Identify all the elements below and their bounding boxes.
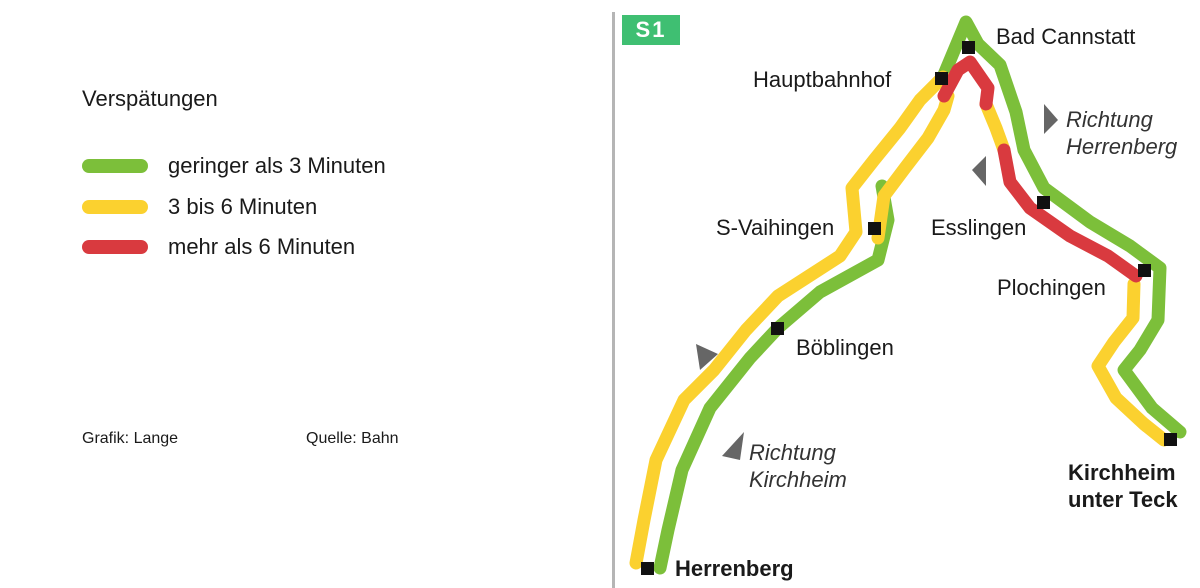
direction-label-herrenberg-line1: Richtung xyxy=(1066,107,1154,132)
station-marker-s-vaihingen xyxy=(868,222,881,235)
legend-item-high-delay: mehr als 6 Minuten xyxy=(82,233,355,261)
direction-label-kirchheim-line2: Kirchheim xyxy=(749,467,847,492)
legend-swatch-yellow xyxy=(82,200,148,214)
direction-arrow-boeblingen xyxy=(696,344,718,370)
station-label-bad-cannstatt: Bad Cannstatt xyxy=(996,24,1135,49)
direction-label-kirchheim-line1: Richtung xyxy=(749,440,837,465)
track-yellow-west xyxy=(629,70,950,570)
legend-label: geringer als 3 Minuten xyxy=(168,153,386,178)
track-yellow-inner xyxy=(871,89,955,245)
legend-label: mehr als 6 Minuten xyxy=(168,234,356,259)
station-marker-bad-cannstatt xyxy=(962,41,975,54)
track-red-south xyxy=(997,143,1143,283)
direction-arrow-herrenberg-upper xyxy=(1044,104,1058,134)
direction-label-herrenberg-line2: Herrenberg xyxy=(1066,134,1178,159)
station-marker-esslingen xyxy=(1037,196,1050,209)
station-label-plochingen: Plochingen xyxy=(997,275,1106,300)
station-marker-boeblingen xyxy=(771,322,784,335)
legend-title: Verspätungen xyxy=(82,86,218,111)
legend-swatch-green xyxy=(82,159,148,173)
direction-arrow-herrenberg-lower xyxy=(972,156,986,186)
station-label-herrenberg: Herrenberg xyxy=(675,556,794,581)
legend-item-medium-delay: 3 bis 6 Minuten xyxy=(82,193,317,221)
station-marker-herrenberg xyxy=(641,562,654,575)
station-marker-kirchheim xyxy=(1164,433,1177,446)
direction-arrow-kirchheim xyxy=(722,432,744,460)
track-yellow-south xyxy=(1091,277,1171,447)
track-yellow-mid xyxy=(979,97,1011,157)
track-red-north xyxy=(937,55,995,111)
legend-item-low-delay: geringer als 3 Minuten xyxy=(82,152,386,180)
track-green-north xyxy=(936,15,1187,439)
credit-graphic: Grafik: Lange xyxy=(82,430,179,447)
station-label-s-vaihingen: S-Vaihingen xyxy=(716,215,834,240)
station-label-kirchheim-line1: Kirchheim xyxy=(1068,460,1176,485)
line-badge: S1 xyxy=(622,15,680,45)
station-label-kirchheim-line2: unter Teck xyxy=(1068,487,1178,512)
credit-source: Quelle: Bahn xyxy=(306,430,399,447)
station-marker-hauptbahnhof xyxy=(935,72,948,85)
legend-label: 3 bis 6 Minuten xyxy=(168,194,318,219)
divider xyxy=(612,12,615,588)
legend-swatch-red xyxy=(82,240,148,254)
station-label-esslingen: Esslingen xyxy=(931,215,1026,240)
station-label-boeblingen: Böblingen xyxy=(796,335,894,360)
station-label-hauptbahnhof: Hauptbahnhof xyxy=(753,67,892,92)
station-marker-plochingen xyxy=(1138,264,1151,277)
